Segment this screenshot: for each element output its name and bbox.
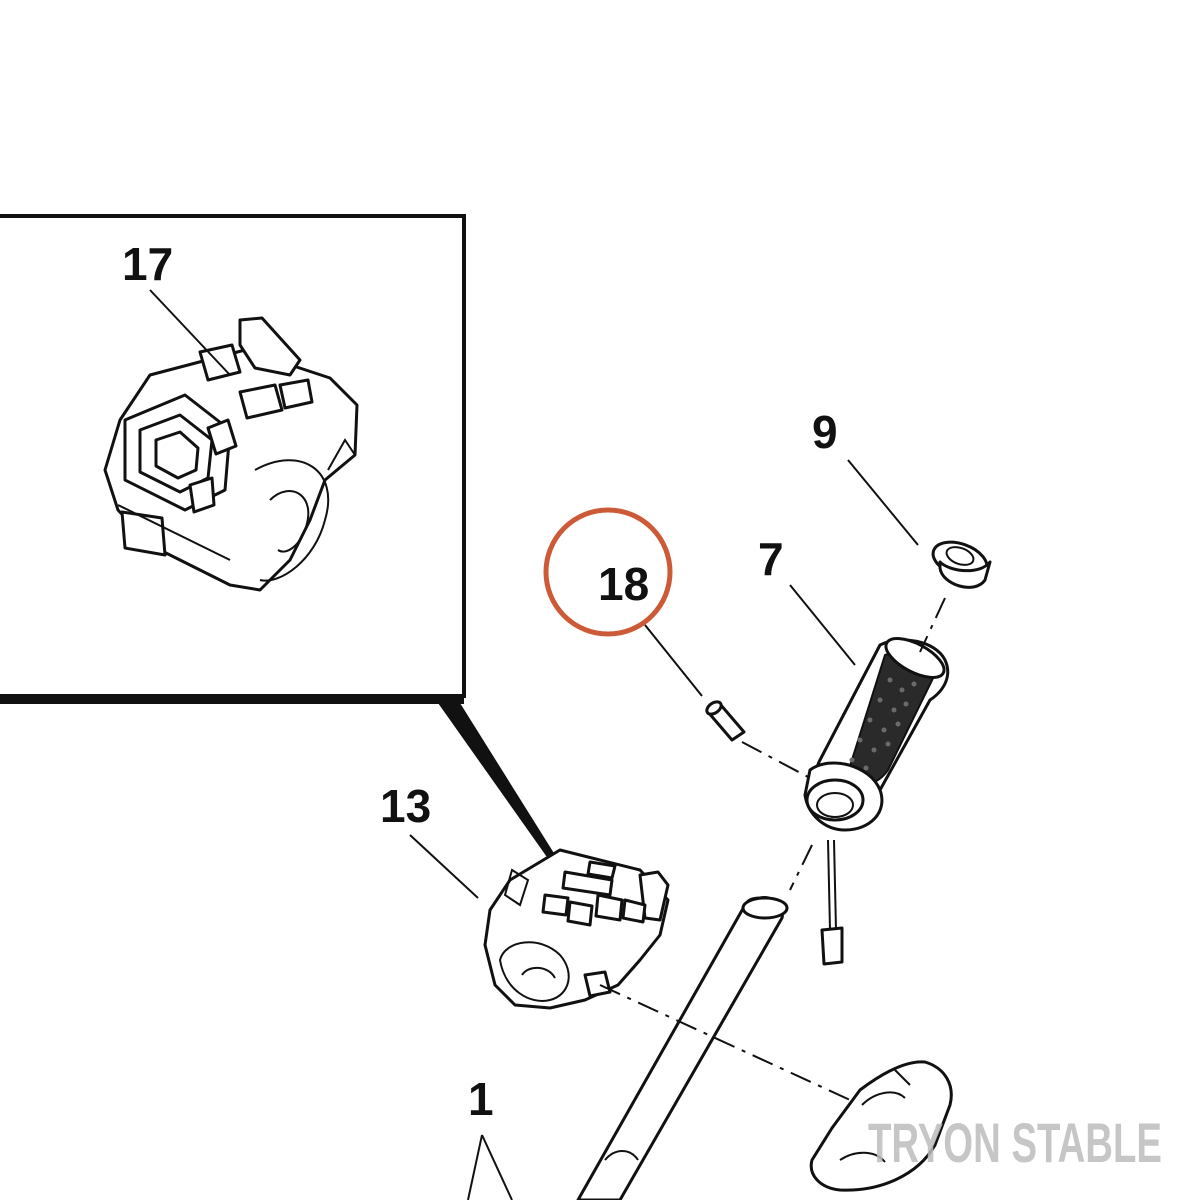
- grip-7-icon: [803, 637, 950, 966]
- handlebar-icon: [576, 895, 789, 1200]
- leader-17: [149, 289, 231, 376]
- cover-icon: [809, 1060, 953, 1192]
- callout-7: 7: [758, 533, 784, 585]
- leader-13: [409, 834, 479, 899]
- leader-9: [847, 459, 919, 546]
- leader-18: [644, 624, 703, 697]
- screw-18-icon: [705, 700, 746, 742]
- leader-7: [789, 584, 856, 666]
- assembly-line-grip: [741, 741, 811, 779]
- assembly-line-cover: [599, 984, 851, 1101]
- watermark: TRYON STABLE: [868, 1111, 1162, 1174]
- callout-18: 18: [598, 558, 649, 610]
- callout-17: 17: [122, 238, 173, 290]
- switch-housing-17-icon: [103, 316, 359, 592]
- end-cap-9-icon: [931, 540, 992, 589]
- switch-housing-13-icon: [483, 848, 670, 1010]
- assembly-line-bar: [789, 844, 813, 891]
- leader-1: [467, 1134, 513, 1200]
- callout-1: 1: [468, 1073, 494, 1125]
- callout-9: 9: [812, 406, 838, 458]
- callout-13: 13: [380, 780, 431, 832]
- inset-detail-box: [0, 214, 557, 860]
- assembly-line-endcap: [919, 597, 946, 653]
- highlight-circle: [543, 507, 673, 637]
